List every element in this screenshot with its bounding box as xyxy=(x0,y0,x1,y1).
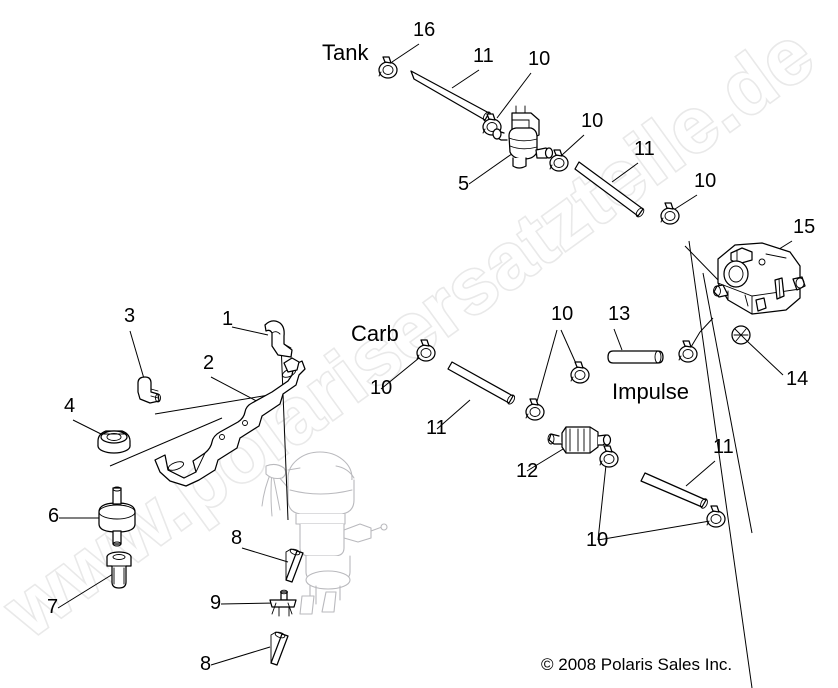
part-12-fuel-filter xyxy=(547,426,612,454)
callout-5-valve: 5 xyxy=(458,173,469,195)
part-8b-pin xyxy=(270,631,289,666)
part-5-fuel-valve xyxy=(492,105,554,169)
part-11d-fuel-hose xyxy=(640,472,708,509)
part-7-bushing xyxy=(106,551,132,589)
copyright-notice: © 2008 Polaris Sales Inc. xyxy=(541,655,732,674)
callout-9-clip: 9 xyxy=(210,592,221,614)
callout-8-pin-lower: 8 xyxy=(200,653,211,675)
callout-11-carb: 11 xyxy=(426,417,447,439)
part-15-fuel-pump xyxy=(713,242,806,315)
part-10d-hose-clamp xyxy=(416,339,436,362)
callout-11-tank: 11 xyxy=(473,45,494,67)
part-2-mounting-bracket xyxy=(154,357,306,487)
part-16-hose-clamp xyxy=(378,56,398,79)
part-9-clip xyxy=(269,589,297,617)
callout-8-pin-upper: 8 xyxy=(231,527,242,549)
part-10e-hose-clamp xyxy=(525,398,545,421)
callout-2-bracket: 2 xyxy=(203,352,214,374)
callout-6-grommet: 6 xyxy=(48,505,59,527)
part-10f-hose-clamp xyxy=(570,361,590,384)
callout-14-nut: 14 xyxy=(786,368,808,390)
callout-10-pair-lower: 10 xyxy=(586,529,608,551)
part-4-flange-nut xyxy=(97,430,131,454)
part-11c-fuel-hose xyxy=(447,361,516,405)
leader-lines xyxy=(57,43,793,688)
part-14-nut xyxy=(731,325,751,345)
callout-10-tank-b: 10 xyxy=(581,110,603,132)
callout-3-fitting: 3 xyxy=(124,305,135,327)
part-1-fuel-line-elbow xyxy=(264,320,293,358)
callout-11-lower: 11 xyxy=(713,436,734,458)
part-10h-hose-clamp xyxy=(599,445,619,468)
part-10g-hose-clamp xyxy=(678,340,698,363)
ghost-carburetor-assembly xyxy=(261,451,388,615)
part-11b-fuel-hose xyxy=(574,161,645,218)
callout-numbers: 16 11 10 10 11 10 15 5 14 3 1 2 4 10 11 … xyxy=(47,19,815,675)
group-label-impulse: Impulse xyxy=(612,379,689,404)
group-label-tank: Tank xyxy=(322,40,369,65)
callout-10-pair-upper: 10 xyxy=(551,303,573,325)
part-10c-hose-clamp xyxy=(660,202,680,225)
callout-11-mid: 11 xyxy=(634,138,655,160)
callout-10-mid: 10 xyxy=(694,170,716,192)
part-13-impulse-hose xyxy=(607,350,664,364)
callout-10-tank-a: 10 xyxy=(528,48,550,70)
callout-15-pump: 15 xyxy=(793,216,815,238)
callout-10-carb: 10 xyxy=(370,377,392,399)
part-6-grommet xyxy=(98,486,136,547)
group-labels: Tank Carb Impulse xyxy=(322,40,689,404)
callout-12-filter: 12 xyxy=(516,460,538,482)
part-11a-fuel-hose xyxy=(410,70,492,122)
callout-4-nut: 4 xyxy=(64,395,75,417)
callout-1-elbow: 1 xyxy=(222,308,233,330)
part-3-fitting xyxy=(137,376,161,404)
group-label-carb: Carb xyxy=(351,321,399,346)
part-10i-hose-clamp xyxy=(706,505,726,528)
callout-7-bushing: 7 xyxy=(47,596,58,618)
part-10b-hose-clamp xyxy=(549,149,569,172)
callout-16: 16 xyxy=(413,19,435,41)
part-8a-pin xyxy=(285,548,304,583)
callout-13-impulse: 13 xyxy=(608,303,630,325)
